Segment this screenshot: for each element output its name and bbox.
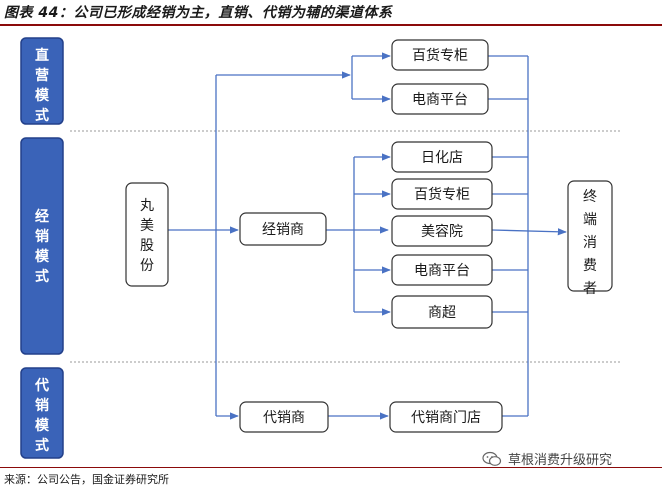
watermark: 草根消费升级研究 — [482, 449, 612, 468]
node-company-c0: 丸 — [140, 198, 154, 214]
node-agent-box — [239, 401, 329, 433]
side-label-agency-c1: 销 — [35, 397, 49, 414]
node-dist-ecom-box — [391, 254, 493, 286]
node-consumer-c4: 者 — [583, 281, 597, 297]
arrow-to-consumer — [491, 228, 567, 236]
node-company-c1: 美 — [140, 218, 154, 234]
watermark-text: 草根消费升级研究 — [508, 453, 613, 468]
node-direct-ecom: 电商平台 — [412, 92, 468, 108]
node-dist-beauty-box — [391, 215, 493, 247]
side-label-direct-c3: 式 — [35, 107, 49, 124]
side-label-agency-c3: 式 — [35, 437, 49, 454]
node-company-box — [125, 182, 169, 287]
node-dist-daily-box — [391, 141, 493, 173]
side-label-direct-c0: 直 — [35, 47, 49, 64]
node-distributor-box — [239, 212, 327, 246]
node-direct-ecom-box — [391, 83, 489, 115]
side-label-agency: 代 销 模 式 — [20, 367, 64, 459]
figure-title: 图表 44：公司已形成经销为主，直销、代销为辅的渠道体系 — [4, 5, 393, 21]
node-consumer-c1: 端 — [583, 212, 597, 228]
node-agent: 代销商 — [263, 410, 305, 426]
side-label-distribution-c3: 式 — [35, 268, 49, 285]
node-dist-ecom: 电商平台 — [414, 263, 470, 279]
node-distributor: 经销商 — [262, 222, 304, 238]
side-label-distribution-c2: 模 — [35, 248, 50, 265]
node-dist-beauty: 美容院 — [421, 223, 463, 240]
side-label-distribution: 经 销 模 式 — [20, 137, 64, 355]
side-label-direct-c2: 模 — [35, 87, 50, 104]
side-label-agency-c0: 代 — [34, 377, 49, 394]
node-agent-store: 代销商门店 — [411, 410, 481, 426]
node-direct-dept-box — [391, 39, 489, 71]
node-consumer-c2: 消 — [583, 235, 597, 251]
node-agent-store-box — [389, 401, 503, 433]
side-label-direct: 直 营 模 式 — [20, 37, 64, 125]
node-consumer-c0: 终 — [583, 189, 597, 205]
node-consumer-box — [567, 180, 613, 292]
node-dist-super: 商超 — [428, 305, 456, 321]
node-direct-dept: 百货专柜 — [412, 47, 468, 64]
wechat-icon — [482, 451, 502, 466]
node-dist-daily: 日化店 — [421, 150, 463, 166]
side-label-distribution-c1: 销 — [35, 228, 49, 245]
source-note: 来源：公司公告，国金证券研究所 — [4, 473, 169, 486]
node-dist-super-box — [391, 295, 493, 329]
title-rule — [0, 24, 662, 26]
side-label-distribution-c0: 经 — [35, 208, 49, 225]
side-label-direct-c1: 营 — [35, 67, 49, 84]
side-label-agency-c2: 模 — [35, 417, 50, 434]
node-company-c2: 股 — [140, 238, 154, 254]
node-consumer-c3: 费 — [583, 258, 597, 274]
bottom-rule — [0, 467, 662, 468]
node-company-c3: 份 — [140, 258, 154, 274]
node-dist-dept: 百货专柜 — [414, 186, 470, 203]
node-dist-dept-box — [391, 178, 493, 210]
